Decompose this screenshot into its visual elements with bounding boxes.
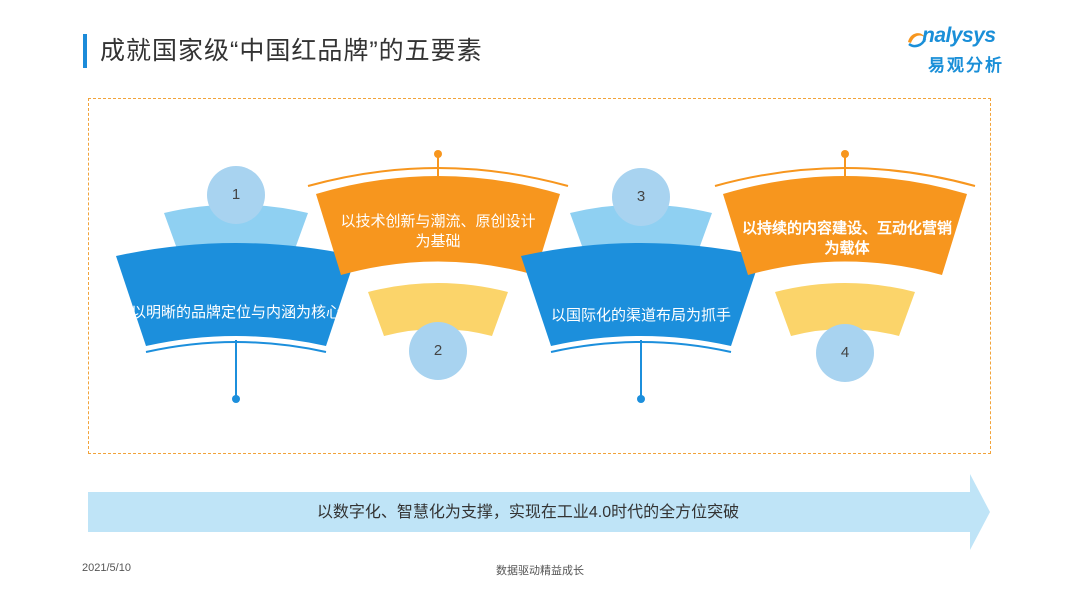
element-1-fan	[116, 166, 356, 403]
element-4-lower-band	[775, 283, 915, 336]
element-2-lower-band	[368, 283, 508, 336]
element-1-number-circle	[207, 166, 265, 224]
element-2-dot	[434, 150, 442, 158]
element-3-dot	[637, 395, 645, 403]
element-1-upper-band	[164, 204, 308, 257]
element-4-dot	[841, 150, 849, 158]
element-1-dot	[232, 395, 240, 403]
element-3-number-circle	[612, 168, 670, 226]
element-1-number: 1	[231, 186, 241, 203]
element-1-underline	[145, 341, 327, 353]
element-4-text: 以持续的内容建设、互动化营销为载体	[742, 220, 953, 257]
logo-text-en: nalysys	[922, 24, 996, 47]
element-4-number-circle	[816, 324, 874, 382]
page-title: 成就国家级“中国红品牌”的五要素	[100, 37, 483, 65]
element-3-fan	[521, 168, 761, 403]
footer-slogan: 数据驱动精益成长	[496, 565, 584, 577]
element-1-text: 以明晰的品牌定位与内涵为核心	[130, 304, 341, 321]
banner-text: 以数字化、智慧化为支撑，实现在工业4.0时代的全方位突破	[316, 504, 740, 521]
analysys-logo: nalysys 易观分析	[906, 24, 1016, 76]
element-4-fan	[714, 150, 976, 382]
element-3-upper-band	[570, 204, 712, 257]
element-4-overline	[714, 167, 976, 187]
title-accent-bar	[83, 34, 87, 68]
element-4-main-band	[723, 176, 967, 275]
element-3-main-band	[521, 243, 761, 346]
element-2-fan	[307, 150, 569, 380]
element-2-overline	[307, 167, 569, 187]
logo-text-cn: 易观分析	[928, 56, 1004, 75]
element-1-main-band	[116, 243, 356, 346]
element-2-main-band	[316, 176, 560, 275]
bottom-arrow-banner	[88, 474, 990, 550]
footer-date: 2021/5/10	[82, 562, 131, 574]
logo-swoosh-icon	[908, 33, 927, 48]
element-2-number: 2	[433, 342, 443, 359]
element-3-text: 以国际化的渠道布局为抓手	[550, 307, 731, 324]
diagram-frame	[88, 98, 991, 454]
element-2-number-circle	[409, 322, 467, 380]
element-3-number: 3	[636, 188, 646, 205]
element-4-number: 4	[840, 344, 850, 361]
element-2-text: 以技术创新与潮流、原创设计为基础	[340, 213, 536, 250]
element-3-underline	[550, 341, 732, 353]
